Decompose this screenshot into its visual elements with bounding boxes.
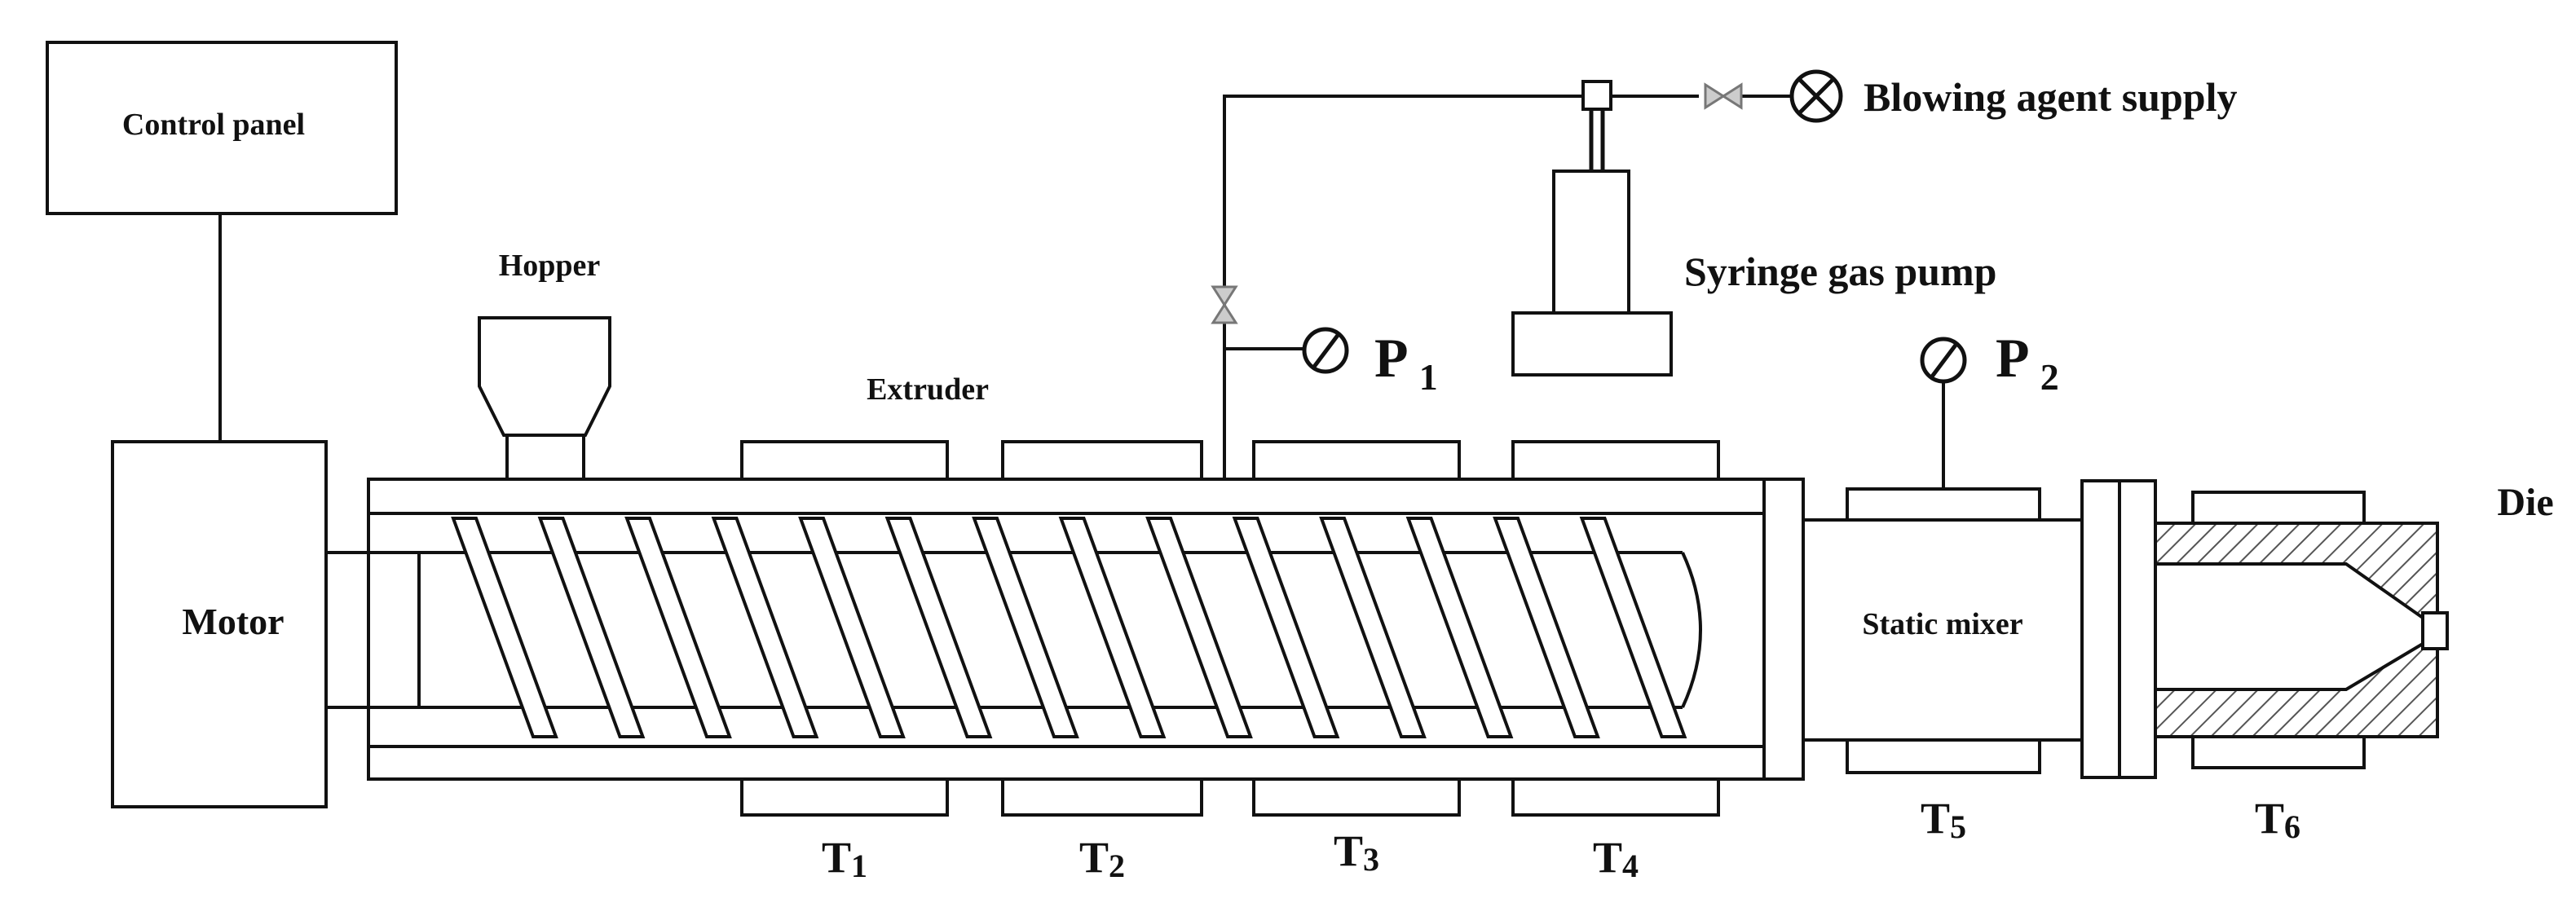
screw-flight	[624, 517, 732, 738]
tee-junction	[1581, 80, 1612, 111]
gauge-p2-subscript: 2	[2040, 356, 2059, 398]
needle-valve-icon	[1211, 285, 1238, 324]
die: Die	[2154, 481, 2554, 769]
gas-line	[1223, 95, 1790, 479]
zone-t1-letter: T	[822, 833, 851, 882]
zone-t2-subscript: 2	[1109, 848, 1125, 884]
zone-t1-subscript: 1	[851, 848, 867, 884]
die-label: Die	[2497, 481, 2553, 524]
screw-flight	[1405, 517, 1514, 738]
screw-flight	[884, 517, 993, 738]
screw-flight	[798, 517, 906, 738]
heater-band-t1	[740, 440, 949, 817]
zone-t4-letter: T	[1593, 833, 1622, 882]
extruder-screw	[451, 517, 1687, 738]
heater-band-t2	[1001, 440, 1203, 817]
syringe-gas-pump-label: Syringe gas pump	[1684, 249, 1996, 294]
zone-t4-subscript: 4	[1622, 848, 1639, 884]
hopper: Hopper	[478, 249, 611, 481]
zone-t5-subscript: 5	[1950, 808, 1966, 845]
motor-label: Motor	[182, 601, 284, 642]
screw-flight	[537, 517, 646, 738]
screw-flight	[451, 517, 558, 738]
zone-t6-label: T6	[2255, 794, 2300, 845]
screw-flight	[1058, 517, 1167, 738]
heater-band-t3	[1252, 440, 1461, 817]
screw-flight	[1579, 517, 1687, 738]
zone-t6-subscript: 6	[2284, 808, 2300, 845]
pressure-gauge-p2: P 2	[1920, 327, 2059, 489]
zone-t5-label: T5	[1921, 794, 1966, 845]
control-panel-label: Control panel	[122, 108, 305, 142]
gauge-p1-letter: P	[1374, 327, 1407, 389]
static-mixer: Static mixer	[1802, 487, 2084, 774]
zone-t2-label: T2	[1079, 833, 1125, 884]
screw-flight	[1232, 517, 1340, 738]
zone-t3-letter: T	[1334, 826, 1363, 875]
heater-band-t4	[1511, 440, 1720, 817]
zone-t4-label: T4	[1593, 833, 1639, 884]
syringe-gas-pump: Syringe gas pump	[1511, 109, 1996, 377]
blowing-agent-supply-label: Blowing agent supply	[1864, 74, 2237, 120]
gauge-p2-letter: P	[1996, 327, 2028, 389]
zone-t3-subscript: 3	[1363, 841, 1379, 878]
screw-flight	[972, 517, 1079, 738]
zone-t3-label: T3	[1334, 826, 1379, 878]
supply-valve-icon	[1704, 82, 1743, 110]
blowing-agent-supply: Blowing agent supply	[1789, 69, 2237, 123]
zone-t1-label: T1	[822, 833, 867, 884]
extruder-label: Extruder	[867, 372, 989, 407]
gauge-p1-subscript: 1	[1419, 356, 1438, 398]
control-panel: Control panel	[46, 41, 398, 215]
screw-flight	[1145, 517, 1253, 738]
screw-flight	[1319, 517, 1427, 738]
pressure-gauge-p2-label: P 2	[1996, 327, 2059, 398]
barrel-flange	[1762, 478, 1805, 781]
static-mixer-label: Static mixer	[1862, 607, 2022, 641]
screw-flight	[1493, 517, 1600, 738]
drive-shaft	[326, 551, 419, 709]
motor: Motor	[111, 440, 328, 808]
zone-t5-letter: T	[1921, 794, 1950, 843]
pressure-gauge-p1-label: P 1	[1374, 327, 1438, 398]
screw-flight	[711, 517, 819, 738]
die-coupling-flange	[2080, 479, 2157, 779]
pressure-gauge-p1: P 1	[1302, 327, 1438, 398]
zone-t6-letter: T	[2255, 794, 2284, 843]
hopper-label: Hopper	[499, 249, 601, 283]
zone-t2-letter: T	[1079, 833, 1109, 882]
